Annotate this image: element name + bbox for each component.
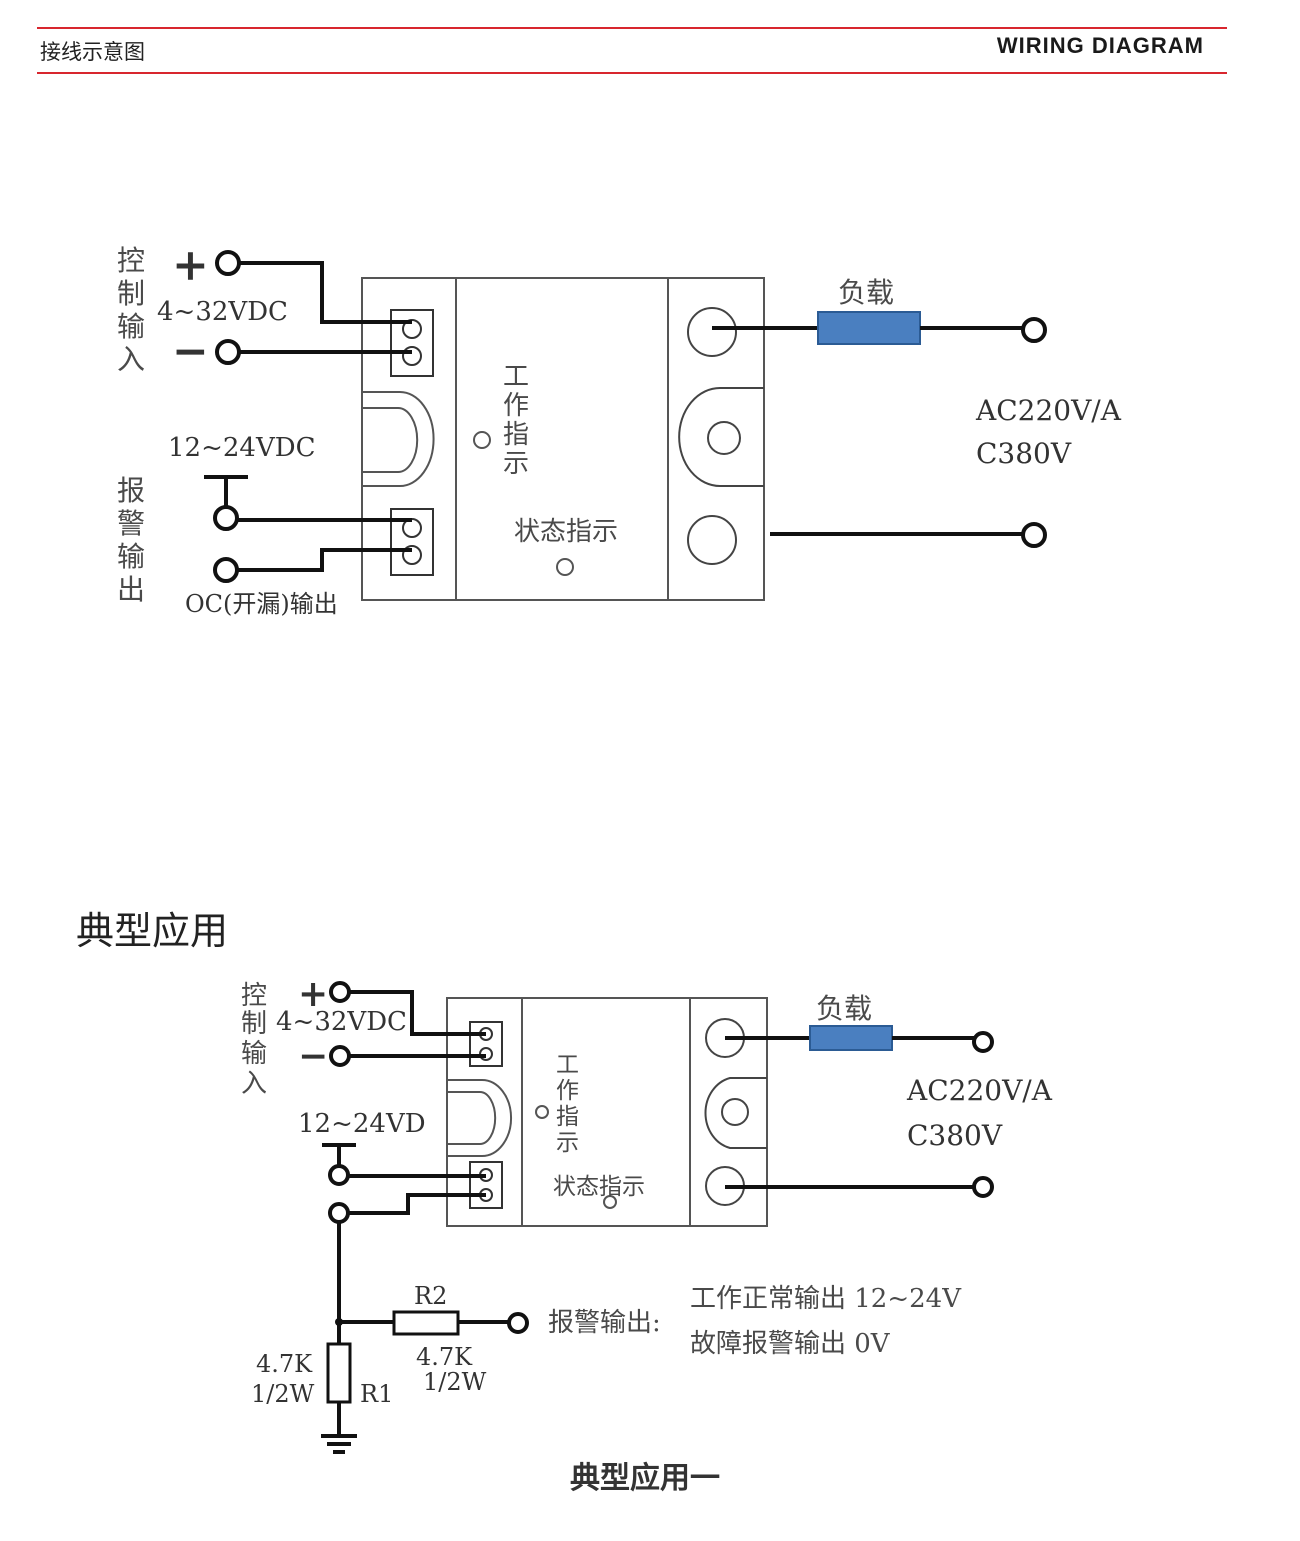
r2-label: R2 xyxy=(414,1282,447,1310)
work-indicator-led xyxy=(473,431,491,449)
control2-label-char-1: 控 xyxy=(241,981,267,1011)
output-terminal-1 xyxy=(687,307,737,357)
control2-minus-terminal xyxy=(329,1045,351,1067)
status-indicator-led-2 xyxy=(603,1195,617,1209)
header-top-rule xyxy=(37,27,1227,29)
ac2-voltage-line1: AC220V/A xyxy=(906,1074,1053,1107)
work2-indicator-char-1: 工 xyxy=(556,1052,579,1078)
control2-label-char-3: 输 xyxy=(241,1039,267,1069)
alarm2-voltage: 12~24VD xyxy=(298,1109,426,1139)
alarm-label-char-3: 输 xyxy=(117,540,145,573)
header-bottom-rule xyxy=(37,72,1227,74)
load-label: 负载 xyxy=(838,276,894,309)
oc-output-label: OC(开漏)输出 xyxy=(185,590,338,618)
r2-value: 4.7K xyxy=(416,1343,473,1371)
control2-label-char-4: 入 xyxy=(241,1069,267,1099)
status2-indicator-label: 状态指示 xyxy=(553,1174,645,1200)
control-label-char-2: 制 xyxy=(117,277,145,310)
work-indicator-char-4: 示 xyxy=(503,449,529,479)
control2-voltage: 4~32VDC xyxy=(276,1007,407,1037)
control-label-char-3: 输 xyxy=(117,310,145,343)
header-title-en: WIRING DIAGRAM xyxy=(996,33,1204,58)
work2-indicator-char-4: 示 xyxy=(556,1130,579,1156)
minus-sign: − xyxy=(172,326,209,377)
control-plus-terminal xyxy=(215,250,241,276)
alarm-supply-terminal xyxy=(213,505,239,531)
plus-sign-2: + xyxy=(298,973,328,1015)
alarm-voltage: 12~24VDC xyxy=(168,433,315,463)
resistor-r2 xyxy=(392,1310,460,1336)
oc-output-terminal xyxy=(213,557,239,583)
ac2-terminal-1 xyxy=(972,1031,994,1053)
control-plus-wire xyxy=(239,261,412,324)
control-voltage: 4~32VDC xyxy=(157,297,288,327)
resistor-r1 xyxy=(326,1342,352,1404)
work-indicator-char-3: 指 xyxy=(503,420,529,450)
control2-plus-wire xyxy=(349,990,486,1036)
header-title-cn: 接线示意图 xyxy=(40,40,145,64)
r2-power: 1/2W xyxy=(423,1368,487,1396)
work2-indicator-char-2: 作 xyxy=(556,1078,579,1104)
r1-value: 4.7K xyxy=(256,1350,313,1378)
load-resistor xyxy=(817,311,921,345)
alarm-label-char-4: 出 xyxy=(117,573,145,606)
input-minus-screw xyxy=(402,346,422,366)
work-indicator-char-2: 作 xyxy=(503,391,529,421)
ac2-terminal-2 xyxy=(972,1176,994,1198)
alarm-output-terminal xyxy=(507,1312,529,1334)
ac-voltage-line2: C380V xyxy=(976,437,1072,470)
load2-resistor xyxy=(809,1025,893,1051)
mounting-slot-2 xyxy=(446,1079,513,1157)
alarm-label-char-2: 警 xyxy=(117,507,145,540)
status-indicator-led xyxy=(556,558,574,576)
alarm-label-char-1: 报 xyxy=(117,474,145,507)
load2-label: 负载 xyxy=(816,992,872,1025)
output-mount-hole xyxy=(707,421,741,455)
section-title: 典型应用 xyxy=(76,909,229,953)
control-minus-terminal xyxy=(215,339,241,365)
ac-terminal-1 xyxy=(1021,317,1047,343)
alarm-screw-2 xyxy=(402,545,422,565)
control2-plus-terminal xyxy=(329,981,351,1003)
output2-mount-hole xyxy=(721,1098,749,1126)
output-terminal-2 xyxy=(687,515,737,565)
r1-label: R1 xyxy=(360,1380,393,1408)
oc-output-wire xyxy=(237,548,412,572)
work-indicator-char-1: 工 xyxy=(503,362,529,392)
work-indicator-led-2 xyxy=(535,1105,549,1119)
ac2-voltage-line2: C380V xyxy=(907,1119,1003,1152)
plus-sign: + xyxy=(172,240,209,291)
control-label-char-4: 入 xyxy=(117,343,145,376)
mounting-slot xyxy=(361,391,435,487)
alarm-output-label: 报警输出: xyxy=(548,1308,661,1338)
status-indicator-label: 状态指示 xyxy=(514,517,618,547)
normal-output-label: 工作正常输出 12~24V xyxy=(690,1284,962,1314)
ac-voltage-line1: AC220V/A xyxy=(975,394,1122,427)
input-terminal-block-2 xyxy=(469,1021,503,1067)
output-mount-slot xyxy=(678,387,764,487)
r1-power: 1/2W xyxy=(251,1380,315,1408)
diagram2-caption: 典型应用一 xyxy=(570,1461,720,1496)
diagram-1: 控 制 输 入 + − 4~32VDC 12~24VDC 报 警 输 出 OC(… xyxy=(117,240,1122,618)
output2-mount-slot xyxy=(704,1077,767,1149)
control2-label-char-2: 制 xyxy=(241,1009,267,1039)
alarm2-supply-terminal xyxy=(328,1164,350,1186)
work2-indicator-char-3: 指 xyxy=(556,1104,579,1130)
fault-output-label: 故障报警输出 0V xyxy=(690,1329,891,1359)
control-label-char-1: 控 xyxy=(117,244,145,277)
ac-terminal-2 xyxy=(1021,522,1047,548)
alarm2-output-wire xyxy=(348,1193,486,1215)
diagram-2: 控 制 输 入 + − 4~32VDC 12~24VD 工 作 指 示 状态指示… xyxy=(241,973,1053,1496)
alarm2-output-terminal xyxy=(328,1202,350,1224)
minus-sign-2: − xyxy=(298,1035,328,1077)
